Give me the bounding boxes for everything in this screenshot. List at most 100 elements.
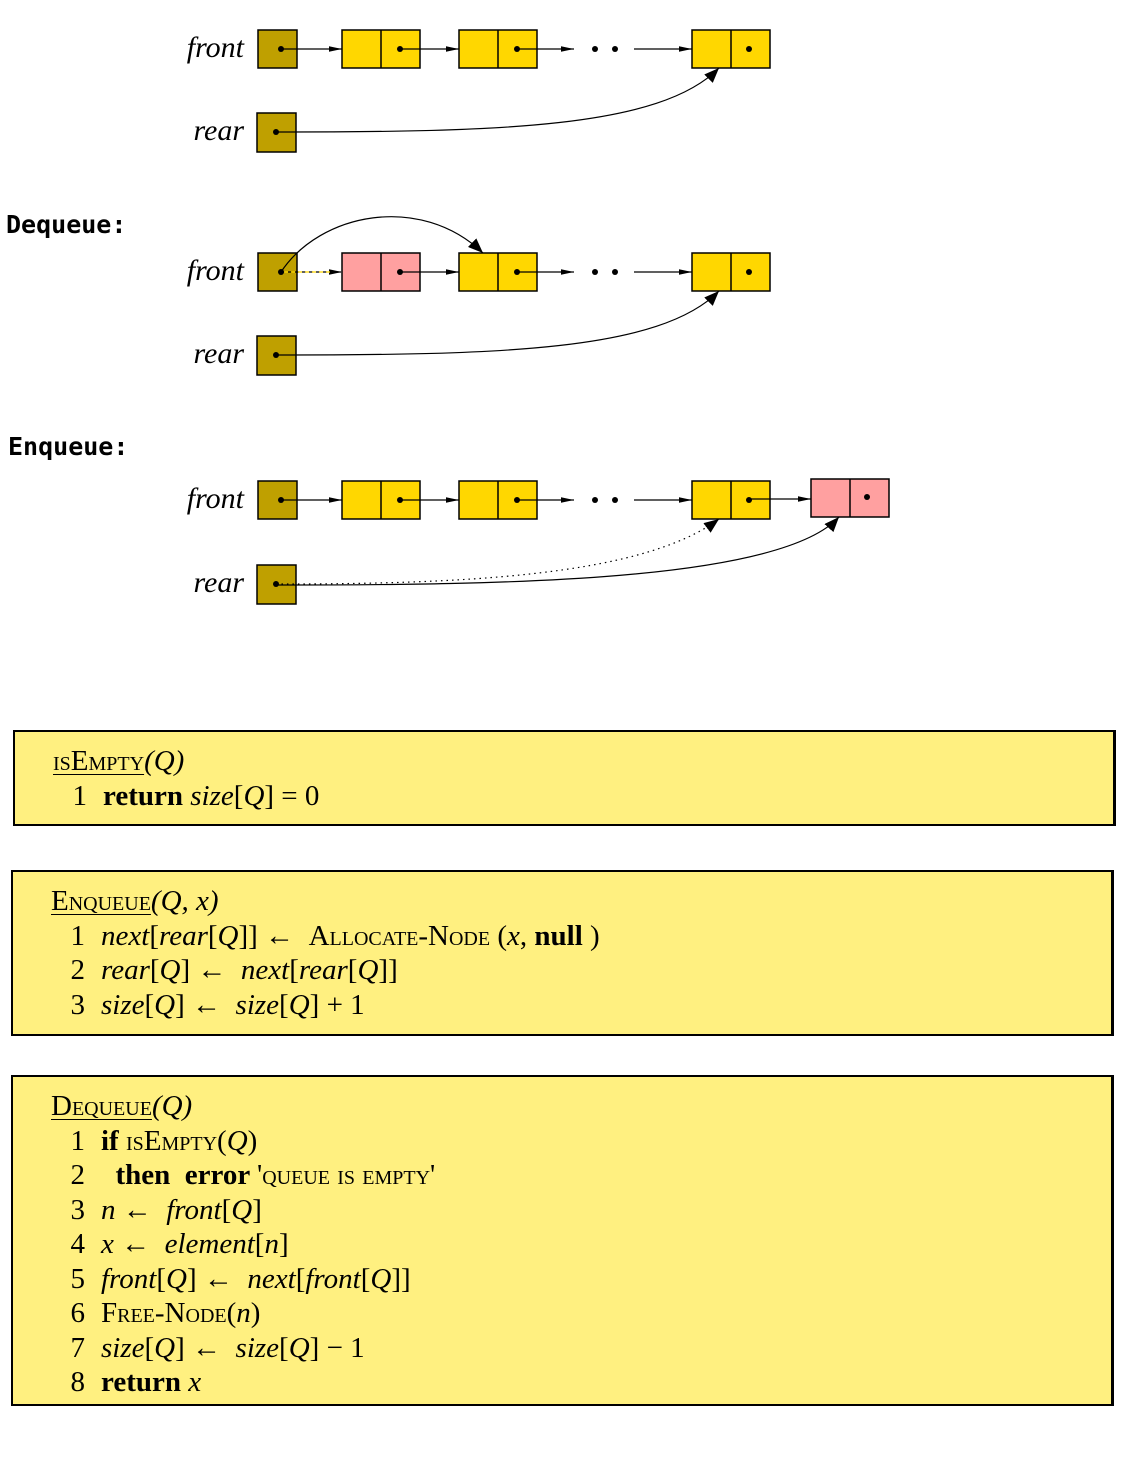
dequeue-signature: Dequeue(Q) — [51, 1089, 435, 1124]
identifier: size — [235, 988, 280, 1021]
identifier: Q — [217, 919, 239, 952]
ellipsis-dot — [592, 269, 598, 275]
line-number: 3 — [70, 1193, 86, 1226]
enqueue-signature: Enqueue(Q, x) — [51, 884, 600, 919]
symbol: ) — [250, 1297, 261, 1329]
identifier: rear — [298, 954, 348, 986]
symbol: [ — [207, 919, 218, 952]
new-front-link — [280, 216, 484, 273]
diagram-section-dequeue: front rear — [187, 216, 771, 376]
procedure-name: 'queue is empty' — [257, 1159, 436, 1191]
ellipsis-dot — [612, 46, 618, 52]
next-pointer-dot — [746, 46, 752, 52]
next-pointer-dot — [746, 497, 752, 503]
identifier: n — [236, 1297, 251, 1329]
symbol: ] ← — [180, 954, 241, 986]
enqueue-name: Enqueue — [51, 885, 151, 917]
identifier: Q — [231, 1193, 253, 1226]
symbol: ] ← — [175, 1331, 236, 1364]
symbol: ] − 1 — [309, 1331, 365, 1364]
identifier: Q — [288, 988, 310, 1021]
procedure-name: Free-Node — [101, 1297, 227, 1329]
symbol: ]] — [391, 1262, 411, 1295]
symbol: ) — [247, 1124, 258, 1157]
identifier: Q — [370, 1262, 392, 1295]
line-number: 1 — [72, 779, 88, 812]
identifier: next — [247, 1262, 296, 1295]
symbol: [ — [295, 1262, 306, 1295]
procedure-name: isEmpty — [125, 1124, 218, 1157]
symbol: ] = 0 — [264, 779, 320, 812]
symbol: ← — [113, 1228, 165, 1260]
identifier: size — [101, 988, 145, 1021]
is-empty-name: isEmpty — [53, 745, 145, 777]
line-number: 2 — [70, 954, 86, 986]
is-empty-signature: isEmpty(Q) — [53, 744, 319, 779]
identifier: Q — [154, 988, 176, 1021]
next-pointer-dot — [746, 269, 752, 275]
ellipsis-dot — [592, 497, 598, 503]
symbol: ) — [582, 919, 600, 952]
next-pointer-dot — [864, 494, 870, 500]
rear-link — [275, 516, 840, 586]
keyword: then — [101, 1159, 185, 1191]
symbol: ]] ← — [238, 919, 309, 952]
identifier: n — [264, 1228, 279, 1260]
rear-label: rear — [193, 337, 244, 370]
symbol: [ — [279, 1331, 289, 1364]
keyword: error — [184, 1159, 257, 1191]
symbol: , — [519, 919, 535, 952]
symbol: [ — [144, 1331, 155, 1364]
symbol: ] ← — [175, 988, 236, 1021]
identifier: front — [101, 1262, 157, 1295]
symbol: [ — [289, 954, 299, 986]
old-rear-link — [275, 518, 720, 585]
keyword: return — [103, 779, 191, 812]
identifier: rear — [101, 954, 150, 986]
symbol: [ — [156, 1262, 166, 1295]
symbol: ( — [217, 1124, 227, 1157]
identifier: rear — [158, 919, 208, 952]
rear-link — [275, 290, 720, 356]
ellipsis-dot — [612, 497, 618, 503]
identifier: front — [305, 1262, 361, 1295]
keyword: return — [101, 1366, 189, 1398]
identifier: Q — [226, 1124, 248, 1157]
identifier: element — [164, 1228, 255, 1260]
front-label: front — [187, 482, 245, 515]
keyword: if — [101, 1124, 126, 1157]
line-number: 8 — [70, 1366, 86, 1398]
identifier: size — [235, 1331, 280, 1364]
identifier: next — [101, 919, 150, 952]
front-label: front — [187, 254, 245, 287]
symbol: ] — [252, 1193, 262, 1226]
line-number: 2 — [70, 1159, 86, 1191]
line-number: 6 — [70, 1297, 86, 1329]
symbol: ] — [278, 1228, 289, 1260]
identifier: Q — [154, 1331, 176, 1364]
identifier: Q — [159, 954, 181, 986]
symbol: [ — [254, 1228, 265, 1260]
symbol: ( — [490, 919, 508, 952]
identifier: x — [101, 1228, 114, 1260]
symbol: [ — [221, 1193, 232, 1226]
identifier: size — [101, 1331, 145, 1364]
symbol: [ — [233, 779, 244, 812]
symbol: ]] — [378, 954, 398, 986]
identifier: Q — [288, 1331, 310, 1364]
